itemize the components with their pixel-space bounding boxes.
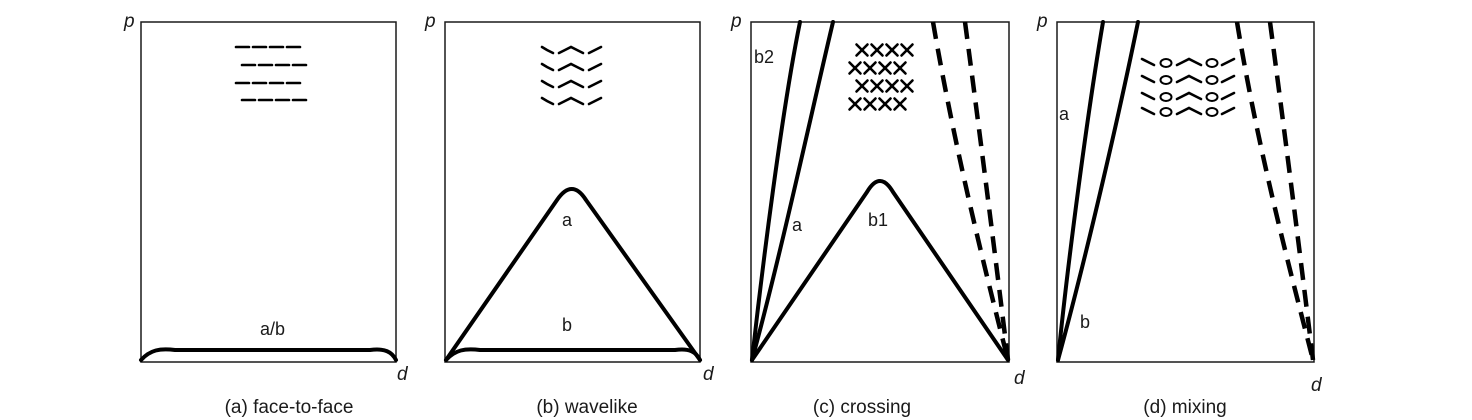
- panel-c: p d b2 a b1 (c) crossing: [730, 11, 1026, 418]
- panel-d-boundary-b: [1056, 20, 1140, 362]
- panel-c-frame: [750, 21, 1010, 363]
- panel-b-y-axis-letter: p: [424, 11, 436, 32]
- panel-c-dashed-boundary-right: [962, 21, 1011, 361]
- panel-d-y-axis-letter: p: [1036, 11, 1048, 32]
- panel-c-boundary-b2: [750, 20, 802, 362]
- panel-c-y-axis-letter: p: [730, 11, 742, 32]
- panel-a-y-axis-letter: p: [123, 11, 135, 32]
- panel-a-x-axis-letter: d: [397, 364, 409, 385]
- panel-c-label-a: a: [792, 215, 803, 235]
- panel-b-boundary-b: [444, 347, 702, 362]
- panel-c-x-axis-letter: d: [1014, 368, 1026, 389]
- panel-c-boundary-b1: [750, 179, 1010, 362]
- panel-d-boundary-a: [1056, 20, 1105, 362]
- panel-b-label-b: b: [562, 315, 572, 335]
- panel-c-caption: (c) crossing: [813, 397, 911, 418]
- panel-a: p d a/b (a) face-to-face: [123, 11, 409, 418]
- panel-b-x-axis-letter: d: [703, 364, 715, 385]
- face-to-face-stacking-icon: [234, 45, 312, 102]
- panel-b-boundary-a: [444, 187, 702, 362]
- panel-b: p d a b (b) wavelike: [424, 11, 715, 418]
- panel-a-frame: [140, 21, 397, 363]
- panel-b-frame: [444, 21, 701, 363]
- panel-d-caption: (d) mixing: [1143, 397, 1226, 418]
- crossing-stacking-icon: [848, 43, 914, 111]
- wavelike-stacking-icon: [540, 45, 603, 106]
- panel-b-caption: (b) wavelike: [536, 397, 637, 418]
- panel-d: p d a b (d) mixing: [1036, 11, 1323, 418]
- panel-d-frame: [1056, 21, 1315, 363]
- panel-a-label-ab: a/b: [260, 319, 285, 339]
- panel-d-dashed-boundary-left: [1234, 21, 1316, 361]
- panel-d-label-a: a: [1059, 104, 1070, 124]
- mixing-stacking-icon: [1140, 57, 1236, 117]
- panel-c-boundary-a: [750, 20, 835, 362]
- panel-a-boundary-ab: [139, 347, 398, 362]
- panel-c-dashed-boundary-left: [930, 21, 1011, 361]
- panel-b-label-a: a: [562, 210, 573, 230]
- panel-c-label-b1: b1: [868, 210, 888, 230]
- panel-c-label-b2: b2: [754, 47, 774, 67]
- panel-a-caption: (a) face-to-face: [225, 397, 354, 418]
- panel-d-dashed-boundary-right: [1267, 21, 1316, 361]
- panel-d-label-b: b: [1080, 312, 1090, 332]
- panel-d-x-axis-letter: d: [1311, 375, 1323, 396]
